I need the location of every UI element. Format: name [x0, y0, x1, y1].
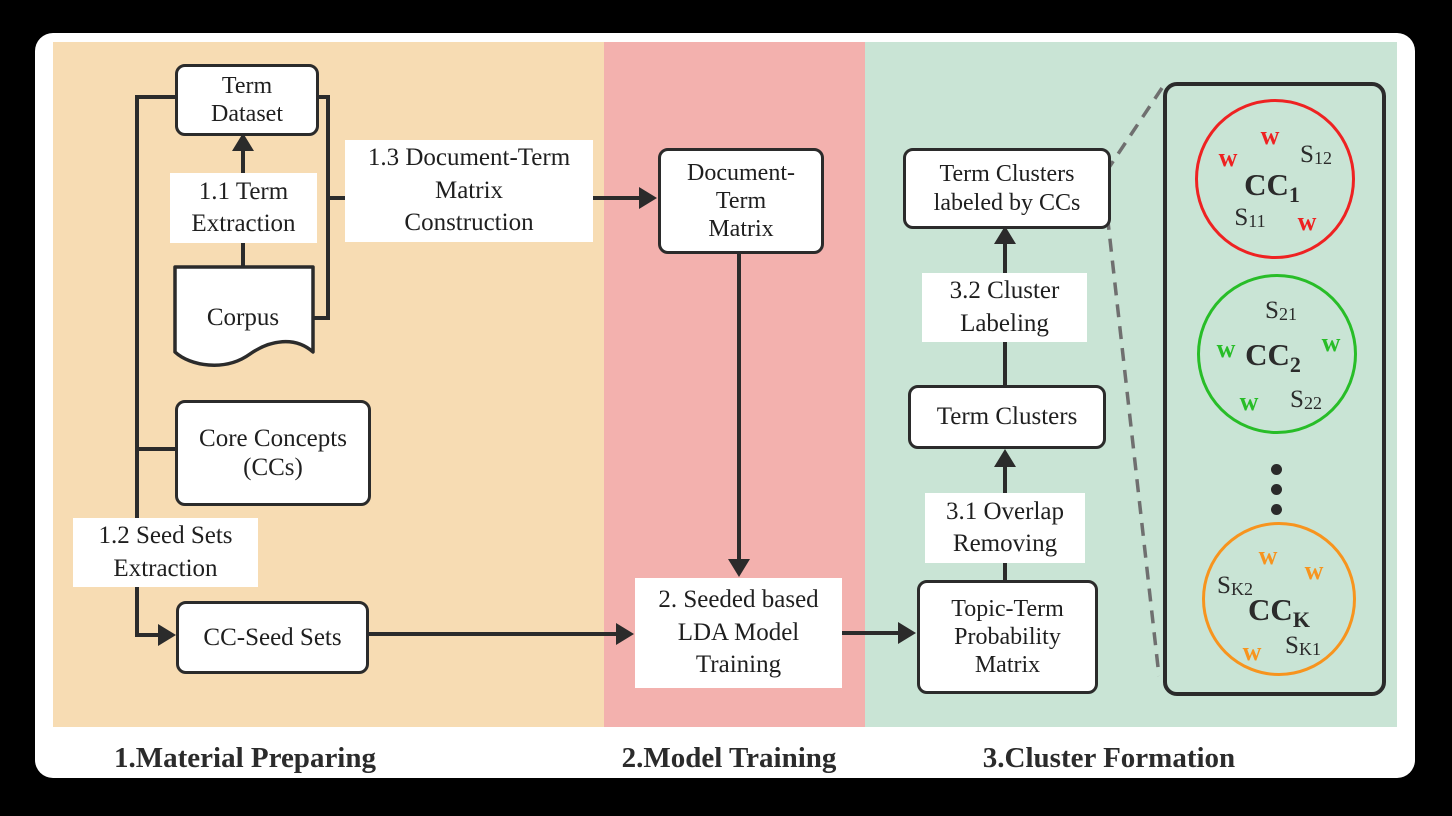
cc2-label: CC2	[1245, 337, 1301, 378]
dashed-guide-top	[1104, 87, 1164, 173]
section-label-model-training: 2.Model Training	[621, 742, 837, 774]
cluster-word-label: w	[1260, 121, 1280, 150]
section-label-material-preparing: 1.Material Preparing	[113, 742, 377, 774]
seed-set-label: S21	[1265, 297, 1297, 325]
cluster-word-label: w	[1218, 143, 1238, 172]
left-bracket-line	[135, 95, 175, 637]
arrowhead-into-labeled-clusters	[994, 226, 1016, 244]
cluster-word-label: w	[1297, 207, 1317, 236]
cck-label: CCK	[1248, 592, 1310, 633]
right-bracket-line	[313, 95, 330, 320]
ellipsis-dot	[1271, 464, 1282, 475]
seed-set-label: S11	[1234, 204, 1266, 232]
label-cluster-labeling: 3.2 Cluster Labeling	[922, 273, 1087, 342]
cc1-label: CC1	[1244, 167, 1300, 208]
arrowhead-into-topic-term-matrix	[898, 622, 916, 644]
seed-set-label: S12	[1300, 141, 1332, 169]
dashed-guide-bottom	[1103, 194, 1161, 677]
cck-circle	[1202, 522, 1356, 676]
label-term-extraction: 1.1 Term Extraction	[170, 173, 317, 243]
label-lda-training: 2. Seeded based LDA Model Training	[635, 578, 842, 688]
corpus-document-shape	[173, 265, 315, 367]
cluster-word-label: w	[1258, 541, 1278, 570]
node-core-concepts: Core Concepts (CCs)	[175, 400, 371, 506]
ellipsis-dot	[1271, 504, 1282, 515]
ellipsis-dot	[1271, 484, 1282, 495]
node-term-clusters-labeled: Term Clusters labeled by CCs	[903, 148, 1111, 229]
node-term-dataset: Term Dataset	[175, 64, 319, 136]
node-cc-seed-sets: CC-Seed Sets	[176, 601, 369, 674]
arrowhead-into-lda-training	[728, 559, 750, 577]
seed-set-label: S22	[1290, 386, 1322, 414]
arrowhead-into-cc-seed-sets	[158, 624, 176, 646]
node-document-term-matrix: Document- Term Matrix	[658, 148, 824, 254]
cluster-word-label: w	[1239, 387, 1259, 416]
label-seed-sets-extraction: 1.2 Seed Sets Extraction	[73, 518, 258, 587]
cluster-word-label: w	[1216, 334, 1236, 363]
cluster-word-label: w	[1321, 328, 1341, 357]
seed-set-label: SK2	[1217, 572, 1253, 600]
seed-set-label: SK1	[1285, 632, 1321, 660]
cluster-word-label: w	[1242, 637, 1262, 666]
cc2-circle	[1197, 274, 1357, 434]
node-topic-term-matrix: Topic-Term Probability Matrix	[917, 580, 1098, 694]
arrowhead-into-term-clusters	[994, 449, 1016, 467]
label-dtm-construction: 1.3 Document-Term Matrix Construction	[345, 140, 593, 242]
cc1-circle	[1195, 99, 1355, 259]
node-term-clusters: Term Clusters	[908, 385, 1106, 449]
arrowhead-into-lda-training-left	[616, 623, 634, 645]
arrowhead-into-document-term-matrix	[639, 187, 657, 209]
label-overlap-removing: 3.1 Overlap Removing	[925, 493, 1085, 563]
cluster-word-label: w	[1304, 556, 1324, 585]
section-label-cluster-formation: 3.Cluster Formation	[982, 742, 1236, 774]
node-corpus-label: Corpus	[206, 304, 280, 331]
cluster-detail-panel	[1163, 82, 1386, 696]
arrowhead-into-term-dataset	[232, 133, 254, 151]
